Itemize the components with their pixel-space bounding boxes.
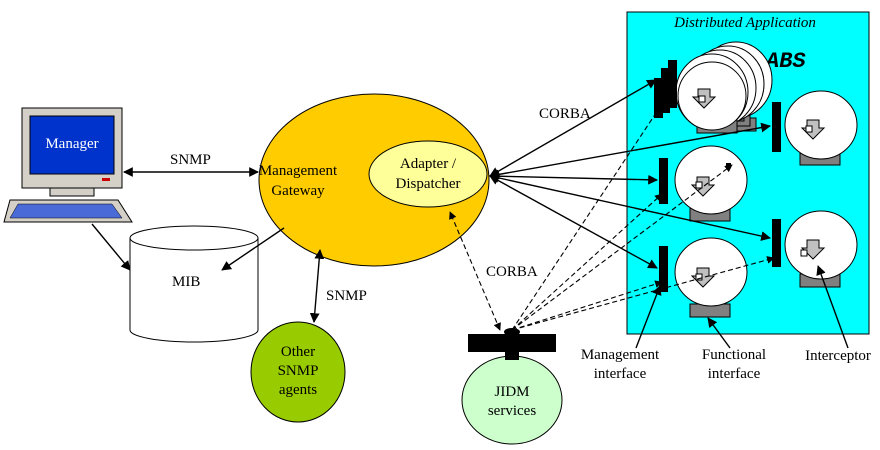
dispatcher-label-line1: Adapter / [400,156,457,172]
corba-arrow-bottom-left [489,175,658,269]
manager-label: Manager [45,136,98,152]
component-stack [654,41,773,134]
corba-mid-label: CORBA [486,264,538,280]
jidm-dispatcher-arrow [449,211,501,331]
gateway-label-line2: Gateway [271,183,325,199]
component-right-top [772,90,858,166]
gateway-mib-arrow [221,227,285,271]
other-snmp-agents [250,321,346,423]
jidm-line1: JIDM [494,384,529,400]
dispatcher-label-line2: Dispatcher [396,176,461,192]
jidm-interceptor-mid-arrow [511,164,733,331]
management-interface-pointer [635,285,662,349]
functional-interface-label-line2: interface [708,366,761,382]
snmp-left-label: SNMP [170,152,211,168]
jidm-stack-arrow [511,103,663,331]
manager-mib-arrow [91,223,131,271]
other-agents-line3: agents [279,382,317,398]
jidm-right-bottom-arrow [511,256,775,331]
manager-screen [29,115,115,175]
jidm-middle-arrow [511,193,663,331]
jidm-dashed-arrows [449,103,775,331]
jidm-services [461,355,563,445]
mib-label: MIB [172,274,200,290]
management-interface-block [659,158,668,204]
snmp-bottom-label: SNMP [326,288,367,304]
connection-arrows [91,79,849,349]
component-bottom-left [659,237,748,318]
corba-arrow-right-top [489,122,771,180]
jidm-interface-block [468,328,556,360]
management-interface-block [659,246,668,292]
functional-interface-label-line1: Functional [702,347,766,363]
snmp-gateway-agents-arrow [309,249,325,323]
management-interface-label-line2: interface [594,366,647,382]
gateway-label-line1: Management [259,163,338,179]
manager-computer-icon [3,107,133,223]
management-interface-block [772,219,781,267]
other-agents-line2: SNMP [278,363,319,379]
management-interface-label-line1: Management [581,347,660,363]
management-interface-block [772,102,781,152]
interceptor-pointer [816,265,849,349]
jidm-line2: services [488,403,536,419]
other-agents-line1: Other [281,344,315,360]
functional-interface-pointer [707,317,731,349]
component-right-bottom [772,210,858,288]
interceptor-label: Interceptor [805,348,871,364]
corba-top-label: CORBA [539,106,591,122]
distributed-application-label: Distributed Application [673,15,816,31]
adapter-dispatcher [368,140,488,208]
jidm-bottom-left-arrow [511,280,663,331]
